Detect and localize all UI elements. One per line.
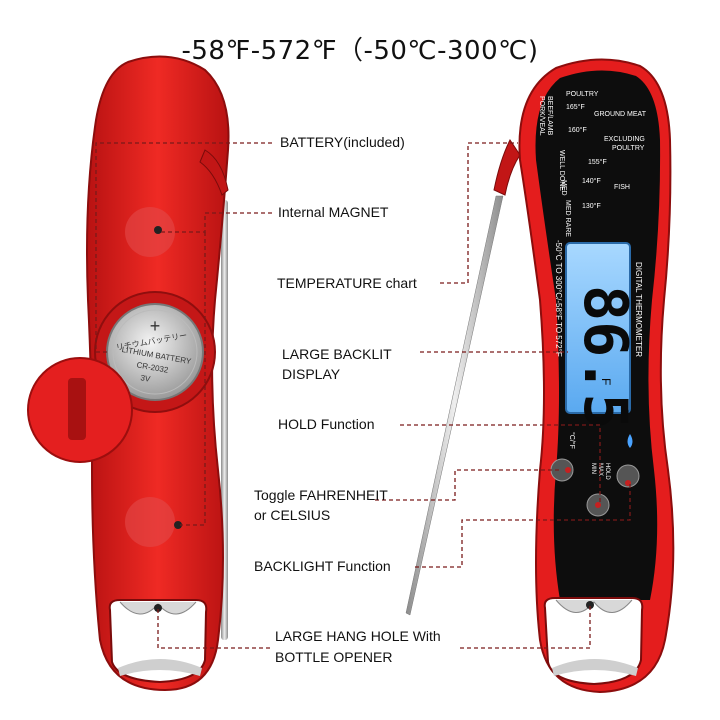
callout-temperature-chart: TEMPERATURE chart [277,275,417,291]
magnet-dot-bottom [125,497,175,547]
magnet-line-lower [180,232,206,526]
chart-med: MED [560,180,567,196]
callout-toggle-line1: Toggle FAHRENHEIT [254,487,388,503]
max-button-label: MAX [597,463,603,476]
temperature-line [440,142,518,284]
chart-well-done: WELL DONE [558,150,565,191]
battery-voltage-text: 3V [140,373,152,384]
right-probe [405,195,504,616]
chart-beef: BEEF/LAMB [546,96,553,136]
hang-line-right [460,605,591,649]
battery-plus: + [150,316,161,336]
chart-poultry: POULTRY [566,91,599,98]
chart-poultry-2: POULTRY [612,145,645,152]
temperature-range-title: -58℉-572℉（-50℃-300℃) [181,36,539,66]
battery-line [95,142,272,353]
hold-line [400,424,601,505]
chart-130: 130°F [582,202,601,210]
temperature-chart: POULTRY 165°F GROUND MEAT 160°F EXCLUDIN… [538,91,647,237]
hold-button-label: HOLD [604,463,610,480]
callout-magnet: Internal MAGNET [278,204,389,220]
chart-med-rare: MED RARE [564,200,571,237]
range-side-text: -50°C TO 300°C/-58°F TO 572°F [554,240,563,357]
chart-excluding: EXCLUDING [604,136,645,143]
min-button-label: MIN [590,463,596,474]
chart-165: 165°F [566,103,585,111]
callout-toggle-line2: or CELSIUS [254,507,331,523]
magnet-dot-top [125,207,175,257]
backlight-button [616,464,640,488]
magnet-line [160,212,272,233]
callout-lines [95,142,631,649]
callout-display-line2: DISPLAY [282,366,341,382]
left-thermometer-back: + リチウムバッテリー LITHIUM BATTERY CR-2032 3V [27,55,230,692]
callout-battery: BATTERY(included) [280,134,405,150]
callout-backlight: BACKLIGHT Function [254,558,391,574]
hang-line-left [157,608,270,649]
callout-hold: HOLD Function [278,416,375,432]
chart-ground-meat: GROUND MEAT [594,111,647,118]
right-thermometer-front: 86.5 F DIGITAL THERMOMETER -50°C TO 300°… [405,58,675,694]
callout-hang-line1: LARGE HANG HOLE With [275,628,441,644]
callout-hang-line2: BOTTLE OPENER [275,649,393,665]
chart-pork: PORK/VEAL [538,96,545,136]
backlight-icon [627,434,633,448]
unit-button-label: °C/°F [568,432,576,449]
lcd-screen [565,242,631,414]
chart-fish: FISH [614,184,630,191]
chart-160: 160°F [568,126,587,134]
chart-140: 140°F [582,177,601,185]
lcd-unit: F [599,378,613,385]
chart-155: 155°F [588,158,607,166]
toggle-line [375,469,562,501]
lcd-reading: 86.5 [570,285,640,430]
brand-side-text: DIGITAL THERMOMETER [634,262,643,357]
backlight-line [415,483,631,568]
callout-display-line1: LARGE BACKLIT [282,346,392,362]
